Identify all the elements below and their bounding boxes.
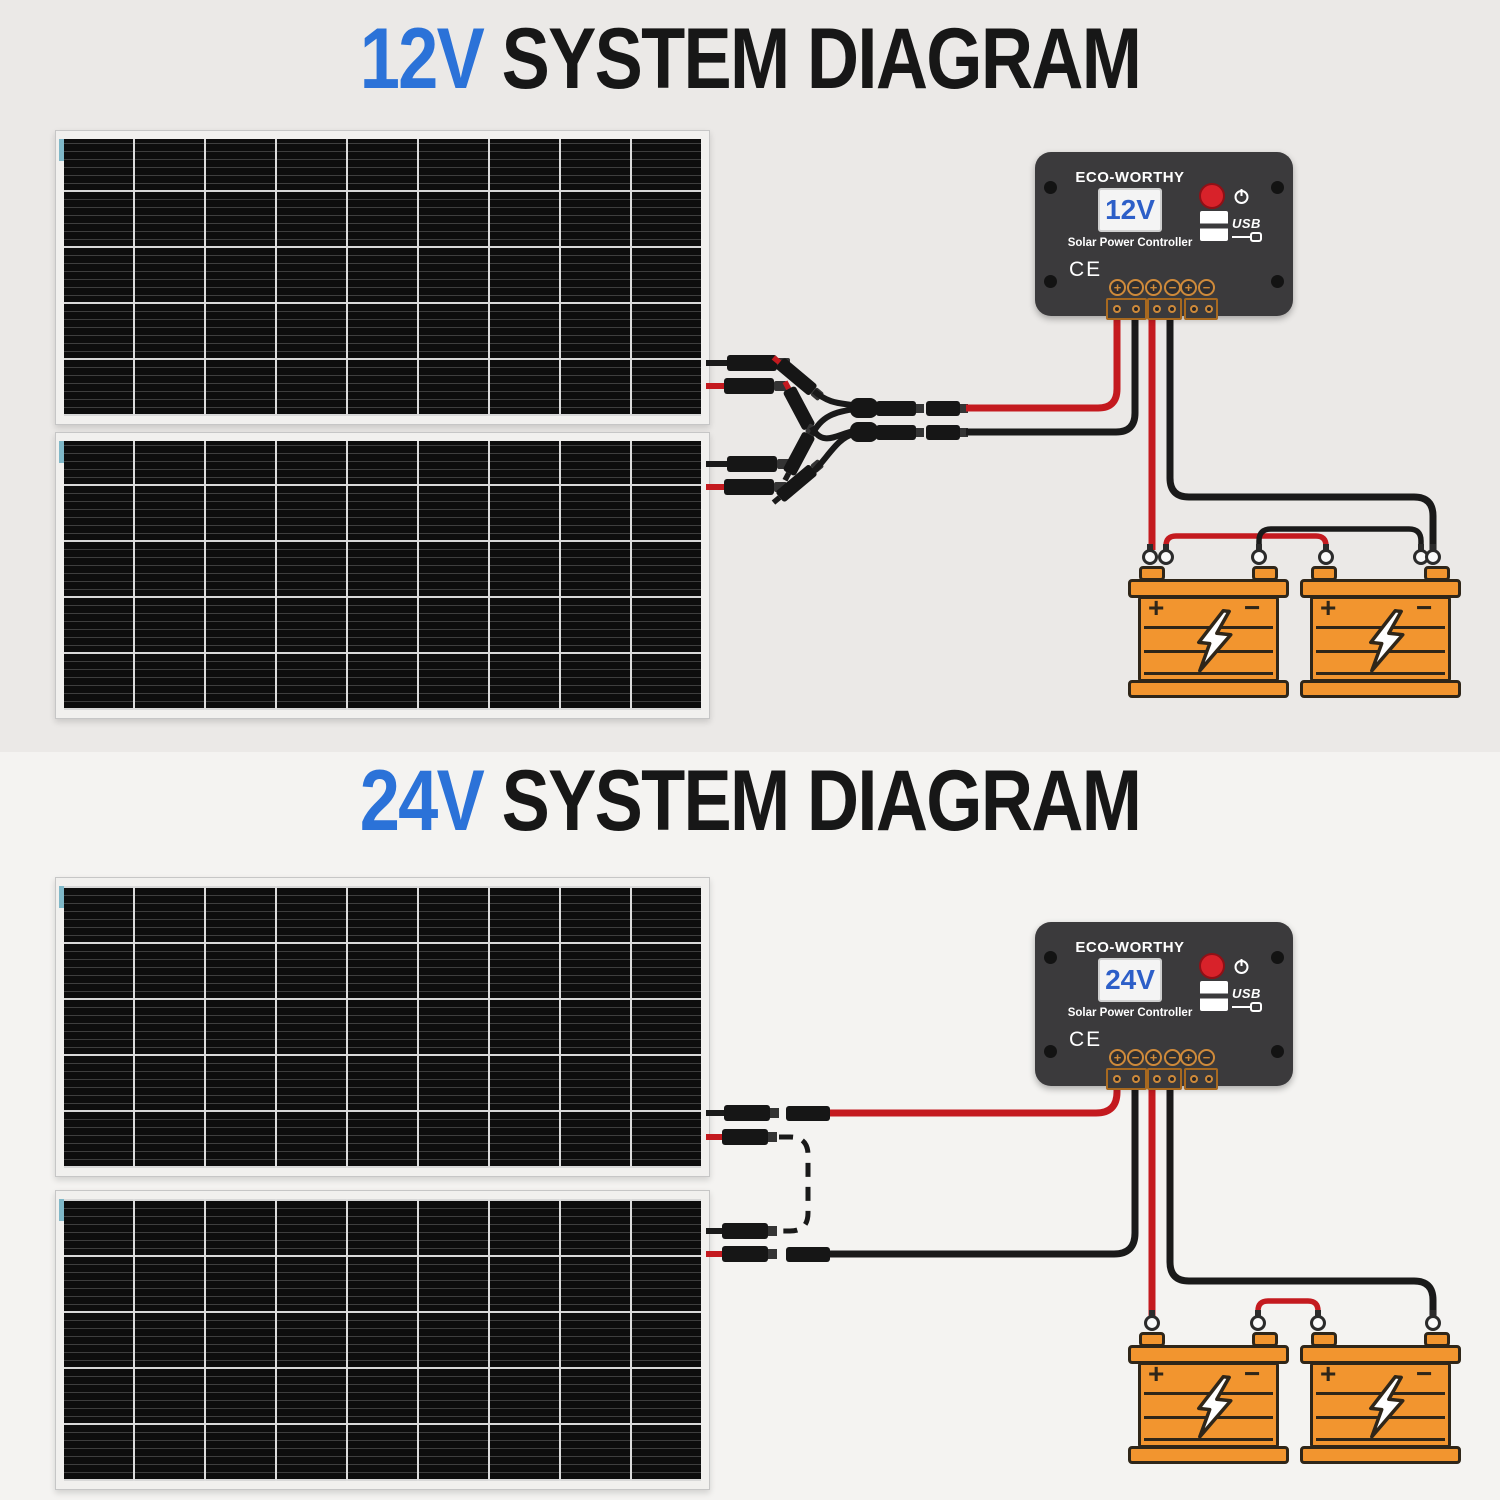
- battery-base: [1300, 680, 1461, 698]
- terminal-screw: −: [1198, 279, 1215, 296]
- battery-plus-sign: +: [1148, 1358, 1165, 1389]
- battery-plus-sign: +: [1320, 592, 1337, 623]
- solar-panel-4: [55, 1190, 710, 1490]
- terminal-screw: +: [1180, 1049, 1197, 1066]
- battery-minus-sign: −: [1244, 1358, 1261, 1389]
- controller-lcd-display: 12V: [1098, 188, 1162, 232]
- usb-logo: USB: [1232, 216, 1261, 231]
- terminal-screw: −: [1198, 1049, 1215, 1066]
- screw-icon: [1044, 951, 1057, 964]
- battery-plus-sign: +: [1148, 592, 1165, 623]
- battery-minus-sign: −: [1416, 592, 1433, 623]
- terminal-block: [1106, 298, 1147, 320]
- battery-24v-left: + −: [1128, 1322, 1289, 1464]
- power-button: [1199, 183, 1225, 209]
- terminal-block: [1147, 1068, 1182, 1090]
- terminal-screw: −: [1127, 279, 1144, 296]
- screw-icon: [1044, 1045, 1057, 1058]
- controller-brand: ECO-WORTHY: [1075, 169, 1185, 186]
- power-button: [1199, 953, 1225, 979]
- usb-cable-icon: [1232, 1002, 1262, 1012]
- battery-24v-right: + −: [1300, 1322, 1461, 1464]
- controller-label: Solar Power Controller: [1067, 237, 1193, 249]
- terminal-screw: −: [1127, 1049, 1144, 1066]
- solar-panel-cells: [64, 1199, 701, 1481]
- lightning-bolt-icon: [1197, 609, 1233, 673]
- usb-logo: USB: [1232, 986, 1261, 1001]
- screw-icon: [1044, 181, 1057, 194]
- usb-ports: [1200, 211, 1228, 241]
- screw-icon: [1271, 951, 1284, 964]
- solar-panel-3: [55, 877, 710, 1177]
- title-24v: 24V SYSTEM DIAGRAM: [120, 758, 1380, 844]
- terminal-screw: +: [1145, 1049, 1162, 1066]
- terminal-screw: +: [1109, 1049, 1126, 1066]
- terminal-block: [1184, 298, 1218, 320]
- battery-base: [1128, 680, 1289, 698]
- controller-label: Solar Power Controller: [1067, 1007, 1193, 1019]
- terminal-block: [1147, 298, 1182, 320]
- battery-minus-sign: −: [1416, 1358, 1433, 1389]
- ce-mark: CE: [1069, 1028, 1103, 1051]
- charge-controller-24v: ECO-WORTHY 24V Solar Power Controller CE…: [1035, 922, 1293, 1090]
- panel-brand-label: [59, 886, 64, 908]
- terminal-screw: −: [1164, 1049, 1181, 1066]
- usb-ports: [1200, 981, 1228, 1011]
- power-icon: [1234, 959, 1249, 974]
- battery-12v-left: + −: [1128, 556, 1289, 698]
- title-12v-rest: SYSTEM DIAGRAM: [483, 11, 1142, 107]
- lightning-bolt-icon: [1369, 1375, 1405, 1439]
- panel-brand-label: [59, 441, 64, 463]
- terminal-block: [1106, 1068, 1147, 1090]
- screw-icon: [1044, 275, 1057, 288]
- battery-plus-sign: +: [1320, 1358, 1337, 1389]
- terminal-screw: +: [1180, 279, 1197, 296]
- battery-base: [1300, 1446, 1461, 1464]
- terminal-screw: −: [1164, 279, 1181, 296]
- title-24v-accent: 24V: [359, 753, 485, 849]
- screw-icon: [1271, 275, 1284, 288]
- controller-lcd-display: 24V: [1098, 958, 1162, 1002]
- battery-minus-sign: −: [1244, 592, 1261, 623]
- terminal-screw: +: [1145, 279, 1162, 296]
- solar-panel-cells: [64, 139, 701, 416]
- screw-icon: [1271, 1045, 1284, 1058]
- terminal-screw: +: [1109, 279, 1126, 296]
- battery-12v-right: + −: [1300, 556, 1461, 698]
- battery-base: [1128, 1446, 1289, 1464]
- title-24v-rest: SYSTEM DIAGRAM: [483, 753, 1142, 849]
- controller-brand: ECO-WORTHY: [1075, 939, 1185, 956]
- ce-mark: CE: [1069, 258, 1103, 281]
- solar-panel-cells: [64, 441, 701, 710]
- lightning-bolt-icon: [1197, 1375, 1233, 1439]
- title-12v: 12V SYSTEM DIAGRAM: [120, 16, 1380, 102]
- terminal-block: [1184, 1068, 1218, 1090]
- screw-icon: [1271, 181, 1284, 194]
- usb-cable-icon: [1232, 232, 1262, 242]
- charge-controller-12v: ECO-WORTHY 12V Solar Power Controller CE…: [1035, 152, 1293, 320]
- power-icon: [1234, 189, 1249, 204]
- solar-panel-2: [55, 432, 710, 719]
- title-12v-accent: 12V: [359, 11, 485, 107]
- panel-brand-label: [59, 1199, 64, 1221]
- solar-panel-1: [55, 130, 710, 425]
- solar-panel-cells: [64, 886, 701, 1168]
- lightning-bolt-icon: [1369, 609, 1405, 673]
- panel-brand-label: [59, 139, 64, 161]
